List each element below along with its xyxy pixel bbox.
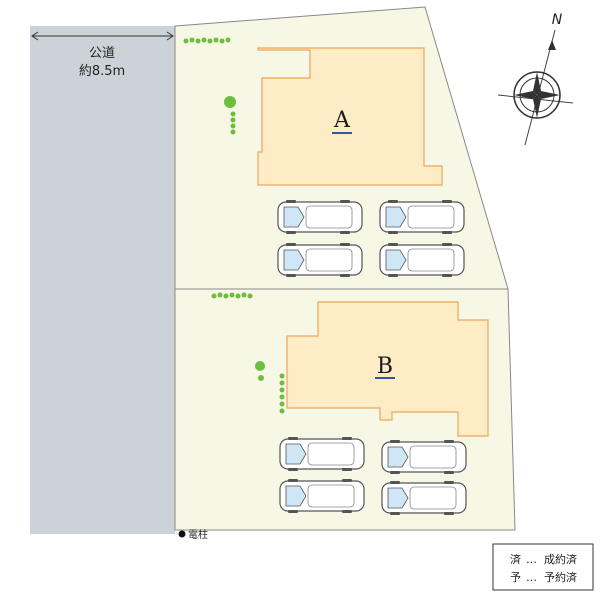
legend-row-reserved: 予 … 予約済 — [510, 570, 577, 584]
hedge-a-top — [183, 37, 231, 44]
parking-car-a1 — [277, 199, 363, 235]
parking-car-a2 — [379, 199, 465, 235]
tree-a — [224, 96, 236, 135]
public-road — [30, 26, 175, 534]
hedge-b-top — [211, 292, 253, 299]
parking-car-b4 — [381, 480, 467, 516]
compass-icon — [497, 29, 574, 146]
parking-car-a3 — [277, 242, 363, 278]
road-width-dimension — [31, 31, 174, 41]
compass-north-label: N — [552, 12, 563, 28]
parking-car-a4 — [379, 242, 465, 278]
lot-a-letter[interactable]: A — [333, 108, 351, 133]
road-width-label: 約8.5m — [79, 64, 125, 79]
parking-car-b3 — [279, 478, 365, 514]
parking-car-b2 — [381, 439, 467, 475]
legend-sep-reserved: … — [526, 571, 537, 584]
legend-sep-contracted: … — [526, 553, 537, 566]
legend-mark-contracted: 済 — [510, 552, 521, 566]
legend-mark-reserved: 予 — [510, 571, 521, 584]
legend-text-reserved: 予約済 — [544, 570, 577, 584]
tree-b — [255, 361, 285, 414]
legend-box — [492, 543, 594, 591]
legend-row-contracted: 済 … 成約済 — [510, 552, 577, 566]
house-b-footprint — [286, 301, 489, 437]
house-a-footprint — [257, 47, 443, 186]
parking-car-b1 — [279, 436, 365, 472]
utility-pole-label: 電柱 — [188, 528, 208, 541]
road-label: 公道 — [89, 46, 115, 61]
legend-text-contracted: 成約済 — [544, 552, 577, 566]
utility-pole-icon — [178, 530, 186, 538]
lot-b-letter[interactable]: B — [377, 354, 393, 379]
